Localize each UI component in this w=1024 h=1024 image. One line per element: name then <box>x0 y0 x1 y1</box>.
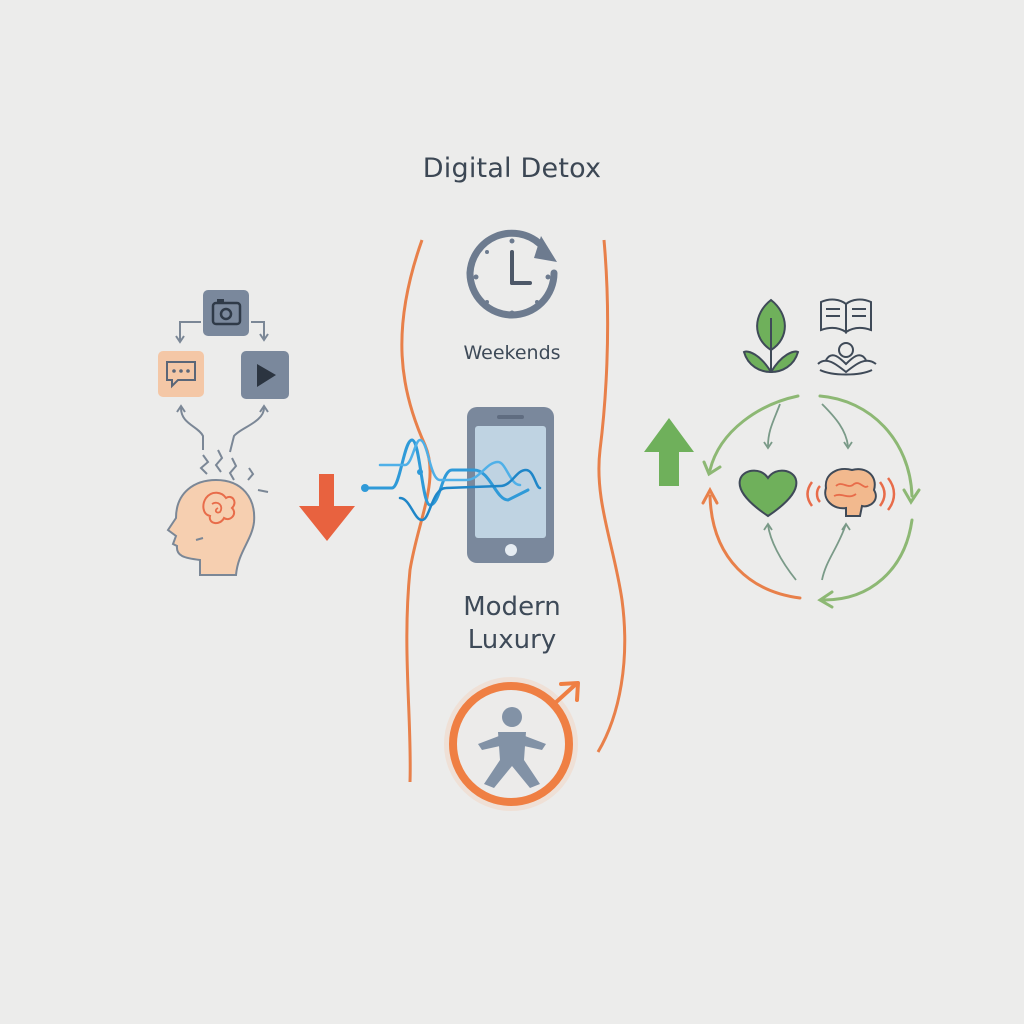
play-button-icon <box>241 351 289 399</box>
up-arrow-icon <box>644 418 694 486</box>
right-boundary-curve <box>596 239 627 753</box>
cycle-arrows-icon <box>701 394 921 609</box>
social-flow-arrows <box>175 321 269 493</box>
overloaded-head-icon <box>166 478 256 576</box>
plant-sprout-icon <box>742 298 800 374</box>
phone-caption-line1: Modern <box>463 592 561 622</box>
phone-caption: Modern Luxury <box>402 591 622 657</box>
meditation-icon <box>817 342 877 376</box>
left-boundary-curve <box>400 239 432 783</box>
phone-caption-line2: Luxury <box>467 625 557 655</box>
diagram-title: Digital Detox <box>422 153 602 184</box>
brain-glow-icon <box>806 468 896 517</box>
camera-icon <box>203 290 249 336</box>
open-book-icon <box>820 298 872 334</box>
clock-refresh-icon <box>466 229 558 319</box>
clock-caption: Weekends <box>463 342 561 364</box>
smartphone-icon <box>467 407 554 563</box>
heart-icon <box>738 469 798 518</box>
down-arrow-icon <box>299 474 355 541</box>
signal-wave-icon <box>361 438 542 522</box>
inner-flow-arrows <box>763 403 853 581</box>
chat-bubble-icon <box>158 351 204 397</box>
free-person-circle-icon <box>444 677 580 811</box>
